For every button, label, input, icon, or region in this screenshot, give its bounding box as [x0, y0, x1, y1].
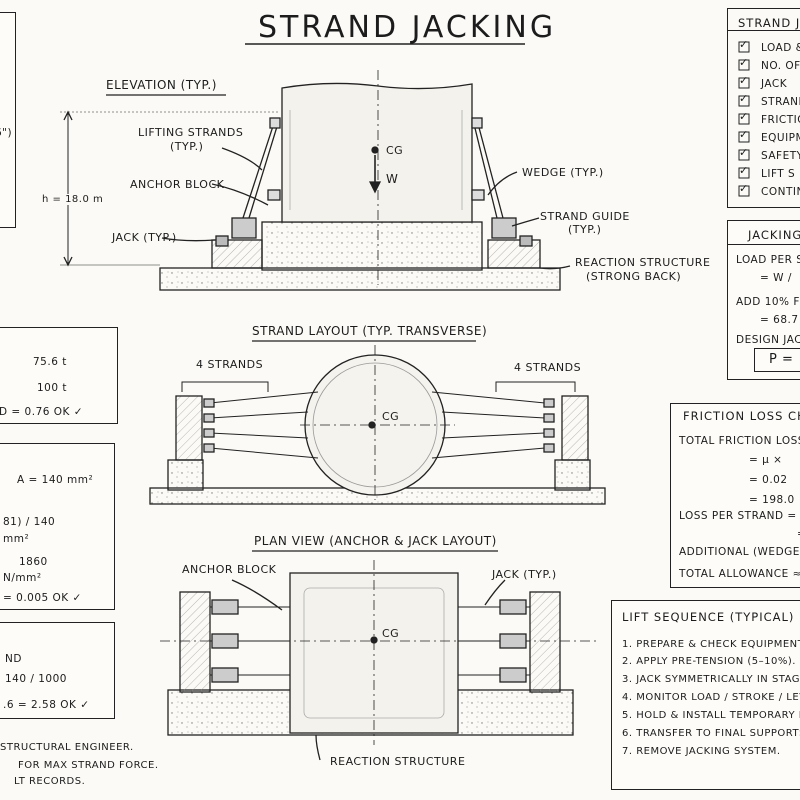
strand-guide-label: STRAND GUIDE — [540, 210, 630, 223]
check-icon: ✓ — [739, 56, 749, 69]
left-box-1-text: 6") — [0, 127, 13, 139]
design-load-box: P = — [754, 348, 800, 372]
lift-sequence-step: 4. MONITOR LOAD / STROKE / LEVE — [622, 692, 800, 703]
elevation-heading: ELEVATION (TYP.) — [106, 78, 217, 92]
strand-layout-view — [149, 340, 606, 505]
left-box-4-line: 140 / 1000 — [5, 673, 67, 685]
plan-cg-label: CG — [382, 627, 400, 640]
check-icon: ✓ — [739, 128, 749, 141]
left-box-1: 6") — [0, 12, 16, 228]
note-line: STRUCTURAL ENGINEER. — [0, 742, 134, 753]
note-line: LT RECORDS. — [14, 776, 86, 787]
plan-anchor-block-label: ANCHOR BLOCK — [182, 563, 277, 576]
reaction-structure-label: REACTION STRUCTURE — [575, 256, 711, 269]
plan-heading: PLAN VIEW (ANCHOR & JACK LAYOUT) — [254, 534, 497, 548]
plan-jack-label: JACK (TYP.) — [492, 568, 557, 581]
strands-left-label: 4 STRANDS — [196, 358, 264, 371]
lift-sequence-step: 1. PREPARE & CHECK EQUIPMENT. — [622, 639, 800, 650]
lifting-strands-typ-label: (TYP.) — [170, 140, 204, 153]
strands-right-label: 4 STRANDS — [514, 361, 582, 374]
left-box-4-line: ND — [5, 653, 22, 665]
friction-line: TOTAL ALLOWANCE ≈ — [679, 568, 800, 580]
jacking-heading: JACKING — [748, 228, 800, 242]
friction-heading: FRICTION LOSS CH — [683, 409, 800, 423]
jack-label: JACK (TYP.) — [112, 231, 177, 244]
w-label: W — [386, 172, 399, 186]
left-box-4-line: .6 = 2.58 OK ✓ — [3, 699, 90, 711]
left-box-3-line: mm² — [3, 533, 30, 545]
checklist-item: EQUIPM — [761, 132, 800, 144]
note-line: FOR MAX STRAND FORCE. — [18, 760, 159, 771]
checklist-item: SAFETY — [761, 150, 800, 162]
jacking-line: LOAD PER S — [736, 254, 800, 266]
left-box-3-line: A = 140 mm² — [17, 474, 94, 486]
friction-box: FRICTION LOSS CH TOTAL FRICTION LOSS = μ… — [670, 403, 800, 588]
left-box-3-line: N/mm² — [3, 572, 42, 584]
lift-sequence-step: 6. TRANSFER TO FINAL SUPPORTS. — [622, 728, 800, 739]
jacking-line: = 68.7 — [760, 314, 799, 326]
friction-line: TOTAL FRICTION LOSS — [679, 435, 800, 447]
checklist-item: STRAND — [761, 96, 800, 108]
lift-sequence-step: 2. APPLY PRE-TENSION (5–10%). — [622, 656, 796, 667]
lift-sequence-step: 7. REMOVE JACKING SYSTEM. — [622, 746, 781, 757]
anchor-block-label: ANCHOR BLOCK — [130, 178, 225, 191]
left-box-2-line: D = 0.76 OK ✓ — [0, 406, 84, 418]
plan-view — [160, 550, 600, 761]
check-icon: ✓ — [739, 164, 749, 177]
strong-back-label: (STRONG BACK) — [586, 270, 682, 283]
height-label: h = 18.0 m — [42, 194, 104, 205]
elevation-view — [60, 70, 571, 291]
friction-line: = 0.02 — [749, 474, 788, 486]
lift-sequence-step: 3. JACK SYMMETRICALLY IN STAGES — [622, 674, 800, 685]
lifting-strands-label: LIFTING STRANDS — [138, 126, 244, 139]
checklist-item: LIFT S — [761, 168, 796, 180]
left-box-3: A = 140 mm² 81) / 140 mm² 1860 N/mm² = 0… — [0, 443, 115, 610]
lift-sequence-step: 5. HOLD & INSTALL TEMPORARY L — [622, 710, 800, 721]
plan-reaction-label: REACTION STRUCTURE — [330, 755, 466, 768]
strand-layout-heading: STRAND LAYOUT (TYP. TRANSVERSE) — [252, 324, 488, 338]
checklist-box: STRAND J LOAD & NO. OF JACK STRAND FRICT… — [727, 8, 800, 208]
jacking-divider — [727, 244, 800, 245]
checklist-item: NO. OF — [761, 60, 800, 72]
check-icon: ✓ — [739, 38, 749, 51]
jacking-line: DESIGN JAC — [736, 334, 800, 346]
check-icon: ✓ — [739, 182, 749, 195]
jacking-box: JACKING LOAD PER S = W / ADD 10% FO = 68… — [727, 220, 800, 380]
lift-sequence-box: LIFT SEQUENCE (TYPICAL) 1. PREPARE & CHE… — [611, 600, 800, 790]
checklist-item: FRICTIO — [761, 114, 800, 126]
jacking-line: = W / — [760, 272, 792, 284]
left-box-2-line: 100 t — [37, 382, 67, 394]
strand-layout-cg-label: CG — [382, 410, 400, 423]
checklist-boxes — [738, 41, 750, 197]
cg-label: CG — [386, 144, 404, 157]
lift-sequence-heading: LIFT SEQUENCE (TYPICAL) — [622, 610, 795, 624]
friction-line: = — [797, 528, 800, 540]
friction-line: = 198.0 — [749, 494, 795, 506]
checklist-divider — [727, 30, 800, 31]
friction-line: ADDITIONAL (WEDGE S — [679, 546, 800, 558]
checklist-heading: STRAND J — [738, 16, 800, 30]
check-icon: ✓ — [739, 74, 749, 87]
left-box-3-line: = 0.005 OK ✓ — [3, 592, 82, 604]
left-box-2: 75.6 t 100 t D = 0.76 OK ✓ — [0, 327, 118, 424]
jacking-line: ADD 10% FO — [736, 296, 800, 308]
friction-line: = μ × — [749, 454, 783, 466]
wedge-label: WEDGE (TYP.) — [522, 166, 604, 179]
check-icon: ✓ — [739, 146, 749, 159]
left-box-2-line: 75.6 t — [33, 356, 67, 368]
left-box-3-line: 1860 — [19, 556, 48, 568]
check-icon: ✓ — [739, 92, 749, 105]
friction-line: LOSS PER STRAND = — [679, 510, 797, 522]
check-icon: ✓ — [739, 110, 749, 123]
checklist-item: CONTIN — [761, 186, 800, 198]
left-box-4: ND 140 / 1000 .6 = 2.58 OK ✓ — [0, 622, 115, 719]
checklist-item: JACK — [761, 78, 788, 90]
checklist-item: LOAD & — [761, 42, 800, 54]
design-load-value: P = — [769, 352, 794, 367]
strand-guide-typ-label: (TYP.) — [568, 223, 602, 236]
left-box-3-line: 81) / 140 — [3, 516, 56, 528]
page-title: STRAND JACKING — [258, 10, 557, 45]
